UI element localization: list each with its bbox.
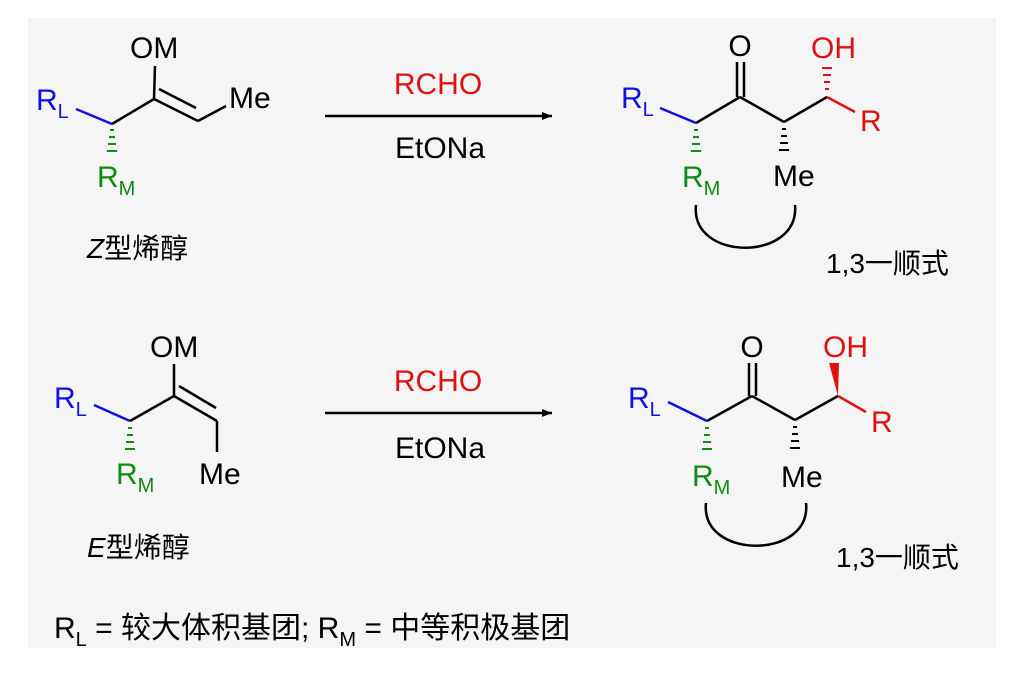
metal-enolate-oxygen: OM — [150, 331, 198, 364]
aldehyde-r-group: R — [860, 105, 882, 138]
hash-bond — [790, 426, 800, 449]
large-group-label: RL — [54, 382, 87, 421]
aldehyde-reagent: RCHO — [394, 68, 482, 101]
methyl-label: Me — [199, 458, 241, 491]
methyl-label: Me — [229, 82, 271, 115]
metal-enolate-oxygen: OM — [130, 32, 178, 65]
hydroxyl-label: OH — [823, 331, 868, 364]
medium-group-label: RM — [116, 458, 154, 497]
hash-bond — [107, 129, 117, 152]
hash-bond — [822, 67, 832, 90]
syn-aldol-product: RL RM O Me OH R — [621, 30, 882, 249]
hydroxyl-label: OH — [811, 32, 856, 65]
large-group-label: RL — [621, 82, 654, 121]
medium-group-label: RM — [97, 161, 135, 200]
z-enolate-caption: Z型烯醇 — [86, 233, 188, 264]
carbonyl-oxygen: O — [728, 30, 751, 63]
ring-connector-arc — [704, 502, 808, 547]
carbonyl-oxygen: O — [740, 331, 763, 364]
syn-aldol-product: RL RM O Me OH R — [628, 331, 893, 547]
ring-connector-arc — [694, 204, 797, 249]
stereo-descriptor-top: 1,3一顺式 — [826, 248, 949, 279]
hash-bond — [125, 427, 135, 450]
medium-group-label: RM — [692, 460, 730, 499]
e-enolate: RL RM OM Me — [54, 331, 241, 497]
hash-bond — [691, 129, 701, 152]
large-group-label: RL — [36, 84, 69, 123]
wedge-bond — [829, 363, 839, 396]
legend: RL = 较大体积基团; RM = 中等积极基团 — [54, 612, 570, 651]
methyl-label: Me — [773, 160, 815, 193]
hash-bond — [702, 427, 712, 450]
e-enolate-caption: E型烯醇 — [87, 532, 190, 563]
large-group-label: RL — [628, 382, 661, 421]
stereo-descriptor-bottom: 1,3一顺式 — [836, 542, 959, 573]
methyl-label: Me — [781, 461, 823, 494]
aldehyde-r-group: R — [871, 406, 893, 439]
base-reagent: EtONa — [395, 132, 485, 165]
hash-bond — [779, 128, 789, 151]
figure-panel — [28, 18, 996, 648]
z-enolate: RL RM OM Me — [36, 32, 271, 200]
aldehyde-reagent: RCHO — [394, 365, 482, 398]
medium-group-label: RM — [682, 161, 720, 200]
base-reagent: EtONa — [395, 432, 485, 465]
